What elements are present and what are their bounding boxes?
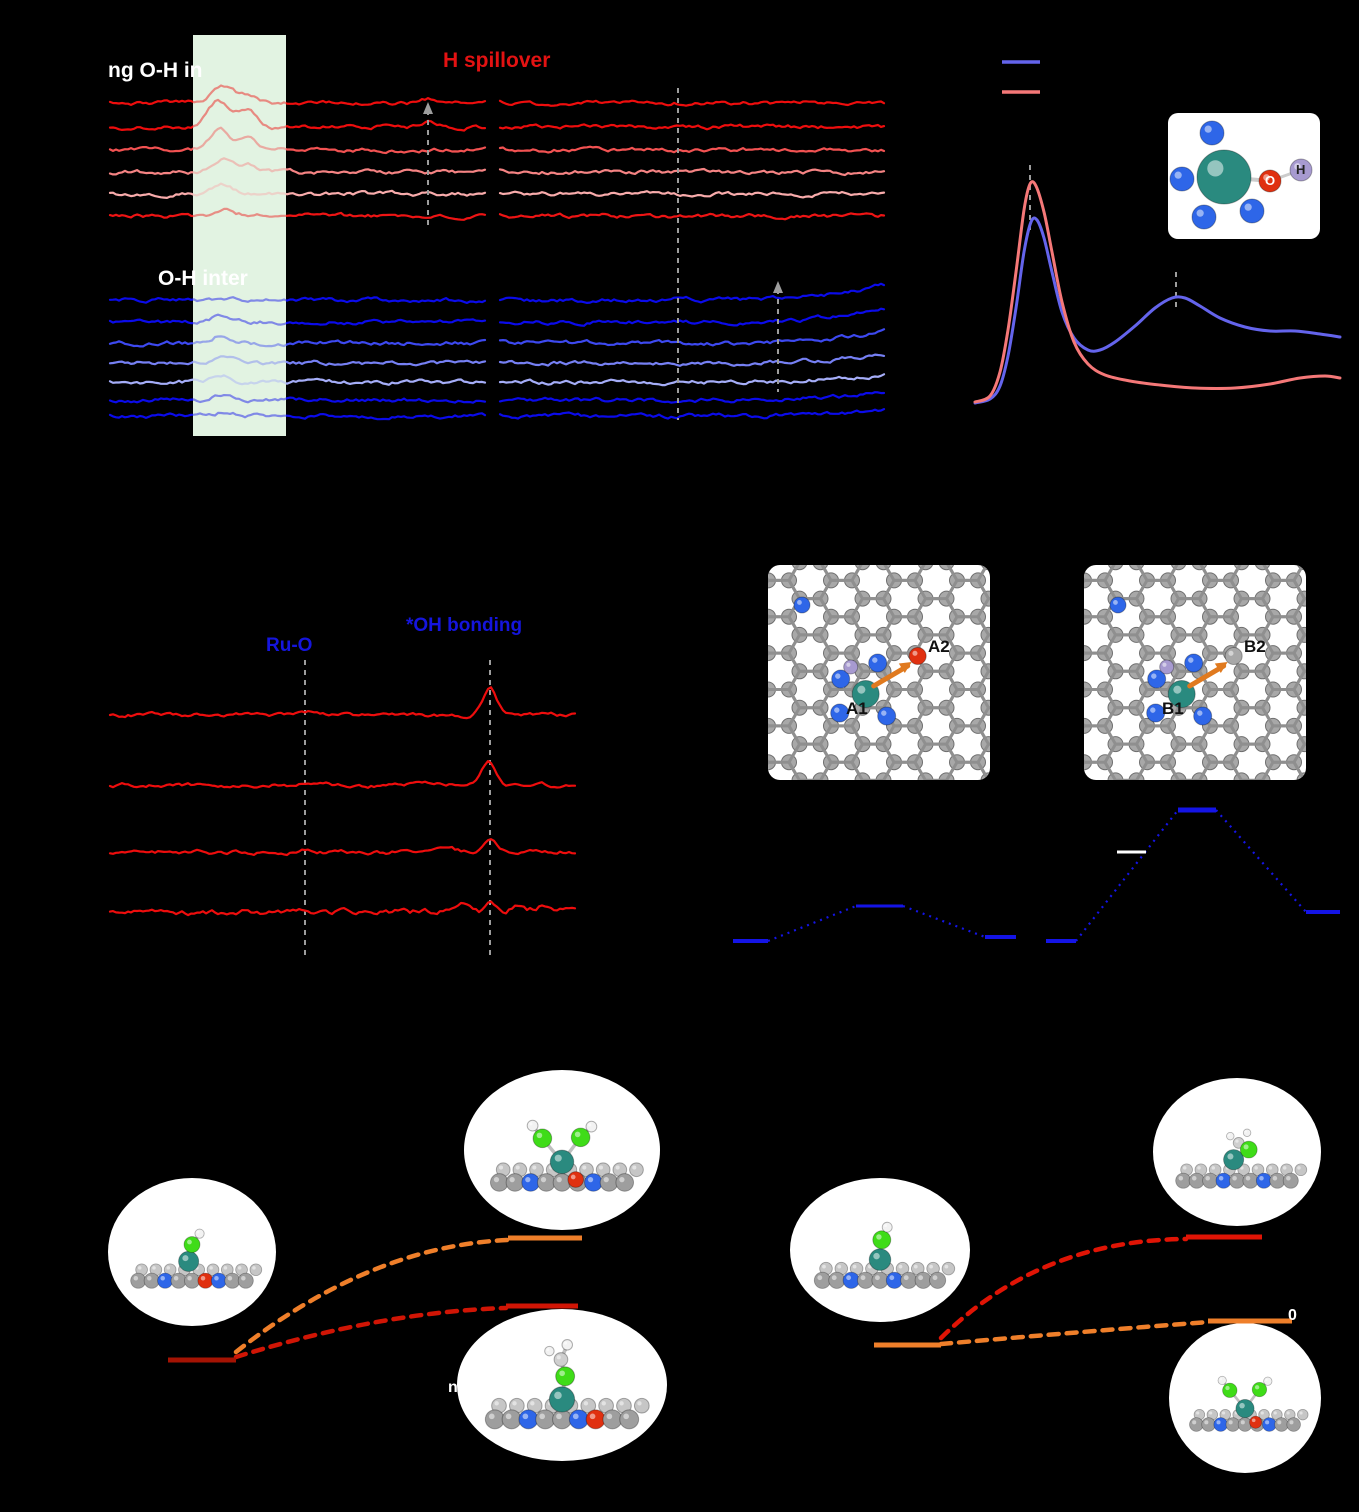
reaction-path-curve — [233, 1237, 511, 1355]
panel-d-site-label-a2: A2 — [928, 637, 950, 656]
energy-connector — [1215, 809, 1307, 913]
spectrum-curve — [498, 212, 886, 221]
panel-a-label-fragment-top: ng O-H in — [108, 59, 203, 82]
structure-image — [1084, 565, 1306, 780]
panel-d-site-label-b2: B2 — [1244, 637, 1266, 656]
spectrum-curve — [108, 98, 487, 132]
guide-arrowhead — [423, 102, 433, 114]
ft-curve-blue — [973, 216, 1342, 405]
spectrum-curve — [108, 838, 577, 857]
spectrum-curve — [498, 328, 886, 347]
panel-c-ru-o-label: Ru-O — [266, 635, 313, 656]
panel-f-energy-chart — [790, 1078, 1321, 1473]
panel-b-inset-h-label: H — [1296, 162, 1306, 177]
spectrum-curve — [108, 374, 487, 386]
spectrum-curve — [108, 686, 577, 720]
highlight-band-overlay — [193, 35, 286, 436]
spectrum-curve — [498, 145, 886, 154]
panel-c-spectra-chart — [108, 660, 577, 958]
reaction-path-curve — [233, 1305, 509, 1360]
panel-d-site-label-b1: B1 — [1162, 699, 1184, 718]
spectrum-curve — [108, 182, 487, 199]
panel-d-energy-chart — [733, 565, 1340, 943]
spectrum-curve — [108, 759, 577, 789]
reaction-path-curve — [938, 1236, 1189, 1341]
spectrum-curve — [498, 408, 886, 420]
spectrum-curve — [108, 411, 487, 421]
spectrum-curve — [108, 296, 487, 304]
panel-b-ft-chart — [973, 60, 1342, 405]
spectrum-curve — [108, 126, 487, 155]
spectrum-curve — [108, 335, 487, 348]
energy-connector — [1075, 809, 1179, 942]
spectrum-curve — [498, 167, 886, 177]
spectrum-curve — [108, 313, 487, 326]
panel-a-spectra-chart — [108, 35, 886, 436]
panel-c-oh-bonding-label: *OH bonding — [406, 615, 523, 636]
spectrum-curve — [108, 157, 487, 176]
panel-d-site-label-a1: A1 — [846, 699, 868, 718]
structure-image — [768, 565, 990, 780]
spectrum-curve — [108, 84, 487, 107]
panel-a-label-fragment-mid: O-H inter — [158, 267, 248, 290]
panel-b-inset-o-label: O — [1265, 173, 1276, 188]
spectrum-curve — [108, 394, 487, 404]
spectrum-curve — [498, 373, 886, 387]
spectrum-curve — [498, 99, 886, 107]
guide-arrowhead — [773, 281, 783, 293]
spectrum-curve — [108, 207, 487, 221]
panel-a-h-spillover-label: H spillover — [443, 49, 551, 72]
panel-f-label-fragment: 0 — [1288, 1307, 1297, 1324]
spectrum-curve — [498, 391, 886, 404]
spectrum-curve — [108, 900, 577, 917]
molecule-inset-image — [1169, 1323, 1321, 1473]
energy-connector — [902, 904, 986, 939]
spectrum-curve — [498, 190, 886, 199]
spectrum-curve — [108, 355, 487, 367]
spectrum-curve — [498, 307, 886, 327]
panel-e-energy-chart — [108, 1070, 667, 1461]
ft-curve-pink — [973, 180, 1342, 404]
spectrum-curve — [498, 123, 886, 131]
panel-e-label-fragment: n — [448, 1379, 458, 1396]
spectrum-curve — [498, 353, 886, 367]
molecule-inset-image — [1168, 113, 1320, 239]
spectrum-curve — [498, 282, 886, 304]
reaction-path-curve — [938, 1319, 1211, 1347]
energy-connector — [767, 904, 857, 943]
